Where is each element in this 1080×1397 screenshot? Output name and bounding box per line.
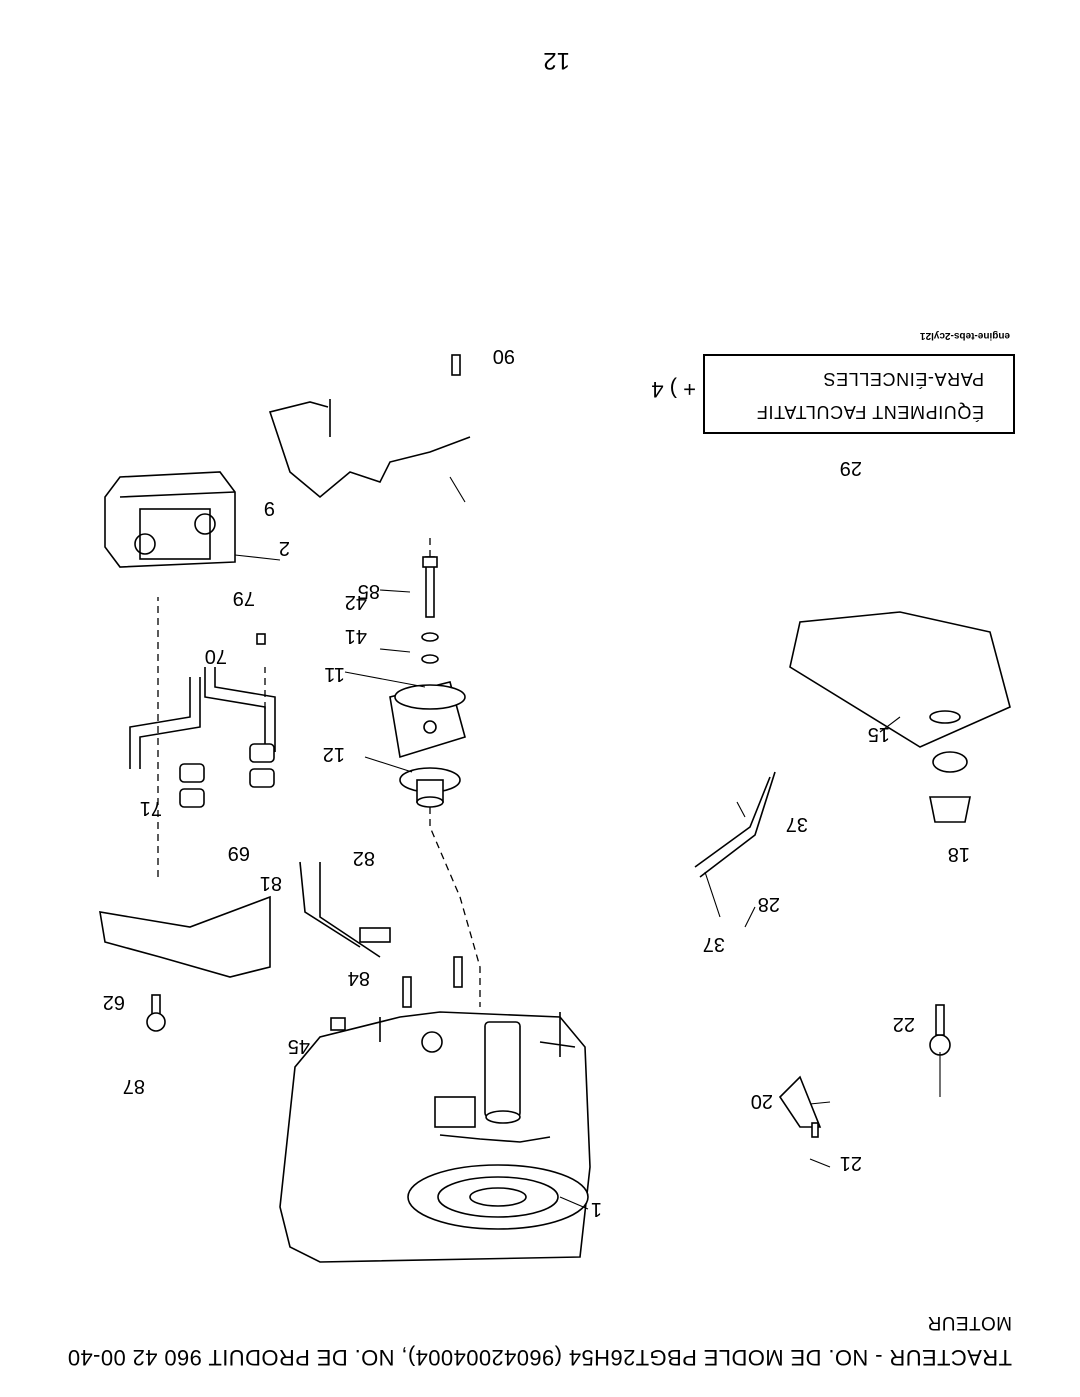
bracket-part	[268, 399, 471, 499]
section-title: MOTEUR	[927, 1312, 1012, 1333]
callout-70: 70	[204, 645, 227, 667]
callout-29: 29	[839, 457, 862, 479]
callout-37-upper: 37	[785, 813, 808, 835]
optional-equipment-note: + ) 4	[651, 377, 696, 402]
center-line	[264, 537, 431, 709]
callout-2: 2	[278, 537, 290, 559]
exhaust-pipe-part	[129, 667, 276, 808]
callout-79: 79	[232, 587, 255, 609]
page-title: TRACTEUR - NO. DE MODLE PBGT26H54 (96042…	[67, 1345, 1012, 1370]
callout-21: 21	[839, 1152, 862, 1174]
drawing-code: engine-tebs-2cyl21	[919, 330, 1010, 341]
callout-15: 15	[867, 723, 890, 745]
heat-shield-part	[99, 895, 271, 1032]
callout-28: 28	[757, 893, 780, 915]
clutch-part	[389, 681, 466, 808]
callout-45: 45	[287, 1035, 310, 1057]
callout-41: 41	[344, 625, 367, 647]
fuel-tank-part	[789, 611, 1011, 823]
optional-equipment-line1: ÉQUIPMENT FACULTATIF	[756, 402, 984, 422]
callout-37-lower: 37	[702, 933, 725, 955]
callout-1: 1	[590, 1198, 602, 1220]
optional-equipment-line2: PARA-ÉINCELLES	[822, 369, 984, 389]
callout-11: 11	[324, 663, 345, 685]
callout-18: 18	[947, 843, 970, 865]
callout-12: 12	[322, 743, 345, 765]
optional-equipment-box	[703, 354, 1015, 434]
callout-81: 81	[259, 872, 282, 894]
control-part	[778, 1004, 951, 1138]
hose-part	[299, 861, 391, 958]
callout-82: 82	[352, 847, 375, 869]
callout-71: 71	[139, 797, 162, 819]
callout-20: 20	[750, 1090, 773, 1112]
page-number: 12	[543, 47, 570, 74]
center-line	[429, 807, 481, 1007]
fuel-line-part	[694, 771, 776, 878]
callout-9: 9	[263, 497, 275, 519]
callout-85: 85	[357, 580, 380, 602]
muffler-part	[104, 471, 236, 568]
engine-part	[279, 1011, 591, 1263]
callout-69: 69	[227, 842, 250, 864]
callout-62: 62	[102, 991, 125, 1013]
callout-87: 87	[122, 1075, 145, 1097]
callout-90: 90	[492, 345, 515, 367]
callout-84: 84	[347, 967, 370, 989]
callout-22: 22	[892, 1013, 915, 1035]
